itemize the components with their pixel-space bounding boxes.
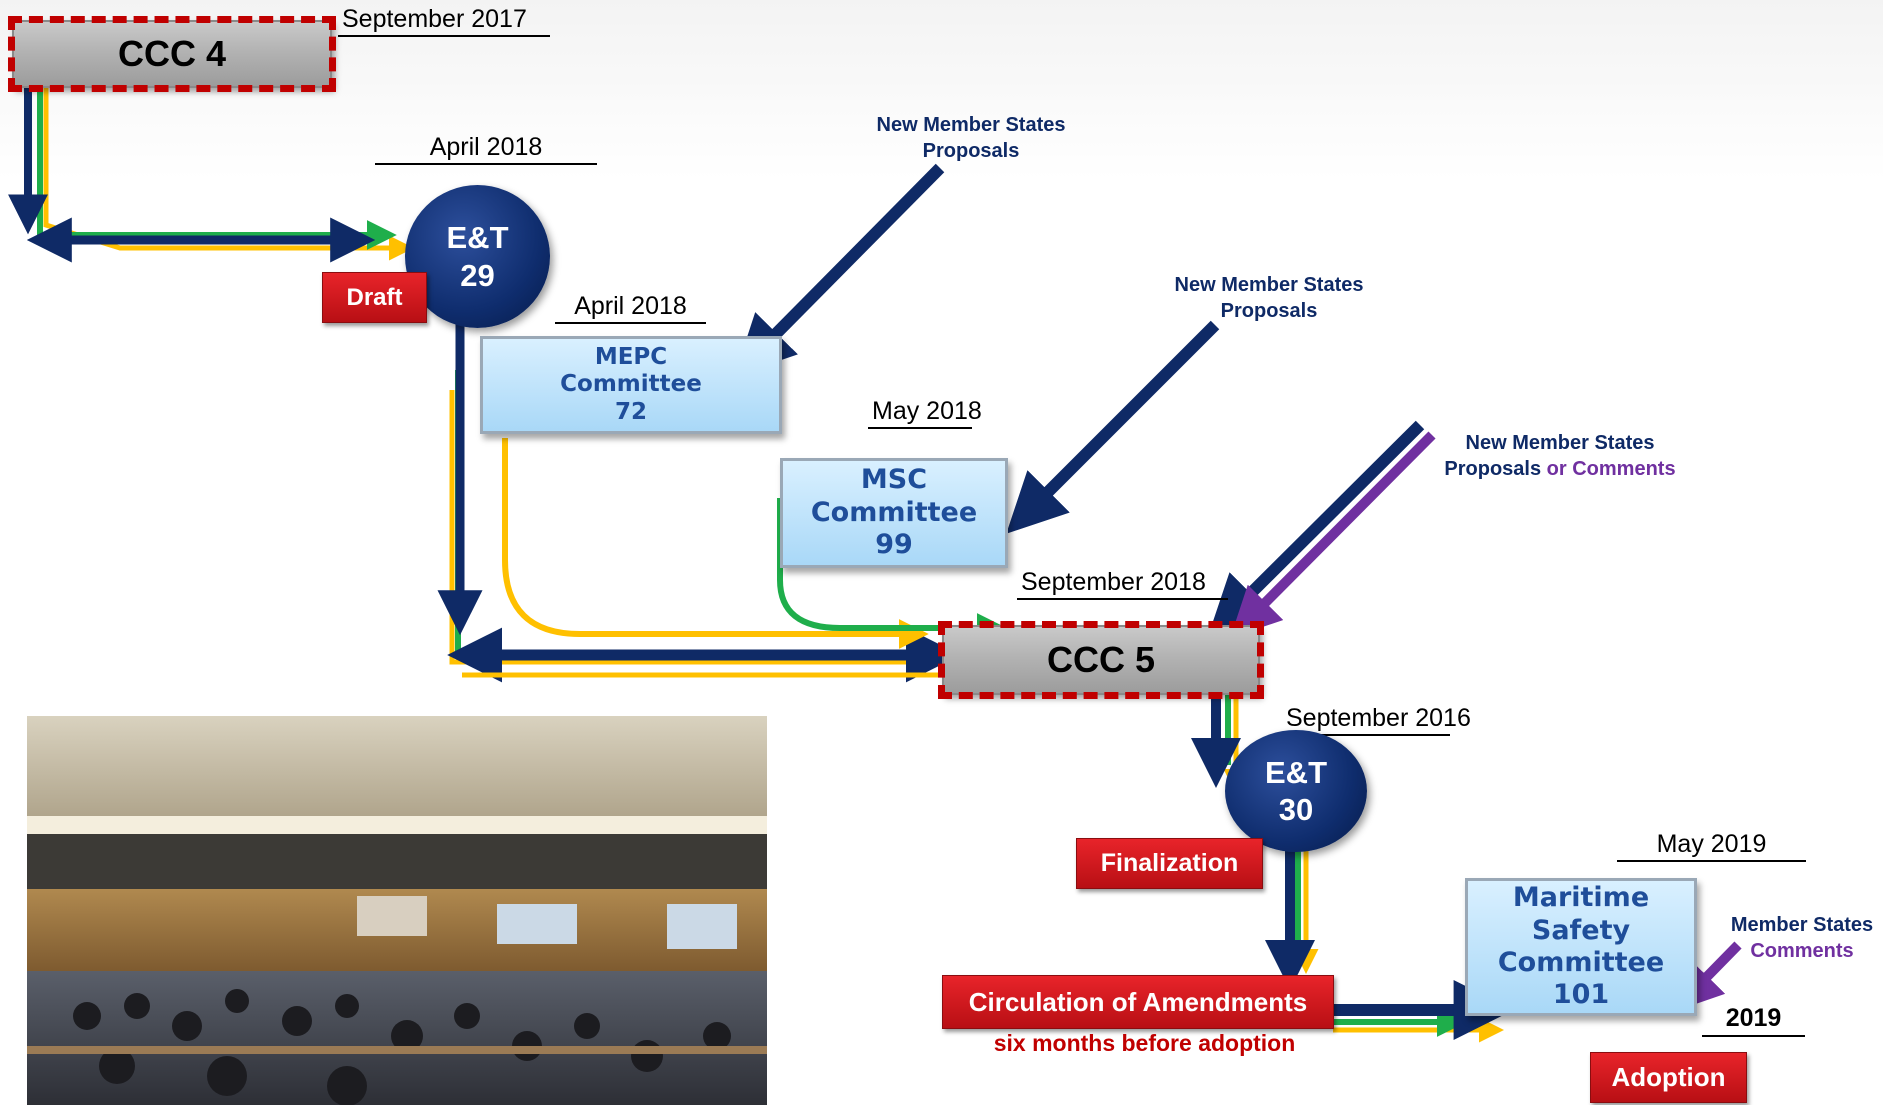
proposals-word: Proposals: [1444, 458, 1542, 480]
msc101-line4: 101: [1552, 979, 1610, 1011]
msc101-line3: Committee: [1497, 947, 1665, 978]
ccc4-date: September 2017: [338, 5, 550, 37]
comments-note-line1: Member States: [1730, 914, 1874, 936]
et30-date: September 2016: [1282, 704, 1471, 736]
arrow-proposals-to-ccc5: [1208, 420, 1425, 636]
msc99-line1: MSC: [860, 464, 928, 496]
proposals-note-1-line2: Proposals: [922, 140, 1020, 162]
arrow-et30-to-circulation: [1265, 848, 1319, 990]
proposals-note-2-line1: New Member States: [1174, 274, 1364, 296]
proposals-comments-line2: Proposals or Comments: [1432, 456, 1688, 482]
proposals-note-2-line2: Proposals: [1220, 300, 1318, 322]
msc101-date: May 2019: [1617, 830, 1806, 862]
arrow-proposals-to-mepc: [734, 163, 945, 376]
draft-tag: Draft: [322, 272, 427, 323]
mepc-line2: Committee: [560, 371, 702, 398]
msc101-box: Maritime Safety Committee 101: [1465, 878, 1697, 1016]
et30-circle: E&T 30: [1225, 730, 1367, 852]
or-comments-word: or Comments: [1541, 458, 1676, 480]
ccc4-box: CCC 4: [8, 16, 336, 92]
mepc-date: April 2018: [555, 292, 706, 324]
msc99-line3: 99: [875, 529, 913, 561]
arrow-et29-to-ccc5: [437, 320, 961, 683]
et29-line1: E&T: [446, 220, 509, 256]
et29-circle: E&T 29: [405, 185, 550, 328]
arrow-comments-to-ccc5: [1230, 431, 1436, 638]
mepc-box: MEPC Committee 72: [480, 336, 782, 434]
circulation-tag: Circulation of Amendments: [942, 975, 1334, 1029]
et30-line1: E&T: [1265, 754, 1327, 790]
proposals-note-1: New Member States Proposals: [860, 112, 1082, 164]
circulation-subtitle: six months before adoption: [993, 1030, 1296, 1056]
ccc5-box: CCC 5: [938, 621, 1264, 699]
et29-line2: 29: [460, 257, 495, 293]
arrow-msc99-to-ccc5: [777, 498, 1007, 643]
proposals-note-2: New Member States Proposals: [1158, 272, 1380, 324]
ccc5-date: September 2018: [1017, 568, 1228, 600]
msc99-box: MSC Committee 99: [780, 458, 1008, 568]
arrow-proposals-to-msc99: [1006, 320, 1220, 534]
msc101-line1: Maritime: [1512, 882, 1650, 914]
msc99-date: May 2018: [868, 397, 982, 429]
msc101-line2: Safety: [1531, 914, 1631, 946]
comments-note: Member States Comments: [1722, 912, 1882, 964]
mepc-line3: 72: [614, 398, 647, 425]
finalization-tag: Finalization: [1076, 838, 1263, 889]
proposals-note-1-line1: New Member States: [876, 114, 1066, 136]
meeting-hall-photo: [27, 716, 767, 1105]
msc99-line2: Committee: [810, 496, 978, 528]
ccc5-label: CCC 5: [1046, 639, 1156, 680]
et30-line2: 30: [1278, 792, 1314, 827]
arrow-comments-to-msc101: [1672, 941, 1742, 1013]
arrow-mepc-to-ccc5: [502, 438, 929, 649]
proposals-comments-note: New Member States Proposals or Comments: [1432, 430, 1688, 482]
comments-note-line2: Comments: [1750, 940, 1854, 962]
et29-date: April 2018: [375, 133, 597, 165]
ccc4-label: CCC 4: [117, 33, 227, 74]
mepc-line1: MEPC: [594, 343, 668, 370]
arrow-circulation-to-msc101: [1333, 980, 1514, 1043]
adoption-tag: Adoption: [1590, 1052, 1747, 1103]
proposals-comments-line1: New Member States: [1465, 432, 1655, 454]
arrow-ccc4-to-et29: [8, 88, 414, 263]
msc101-year: 2019: [1702, 1004, 1805, 1037]
